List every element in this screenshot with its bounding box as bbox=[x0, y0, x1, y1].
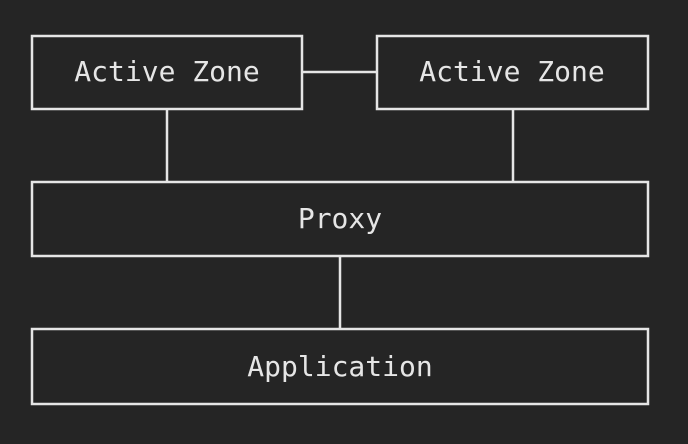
node-label: Proxy bbox=[298, 202, 382, 235]
node-active-zone-left: Active Zone bbox=[30, 34, 304, 111]
node-application: Application bbox=[30, 327, 650, 406]
node-label: Active Zone bbox=[74, 55, 259, 88]
node-label: Active Zone bbox=[419, 55, 604, 88]
node-label: Application bbox=[247, 350, 432, 383]
node-box bbox=[30, 327, 650, 406]
node-box bbox=[375, 34, 650, 111]
node-box bbox=[30, 34, 304, 111]
node-active-zone-right: Active Zone bbox=[375, 34, 650, 111]
node-proxy: Proxy bbox=[30, 180, 650, 258]
node-box bbox=[30, 180, 650, 258]
